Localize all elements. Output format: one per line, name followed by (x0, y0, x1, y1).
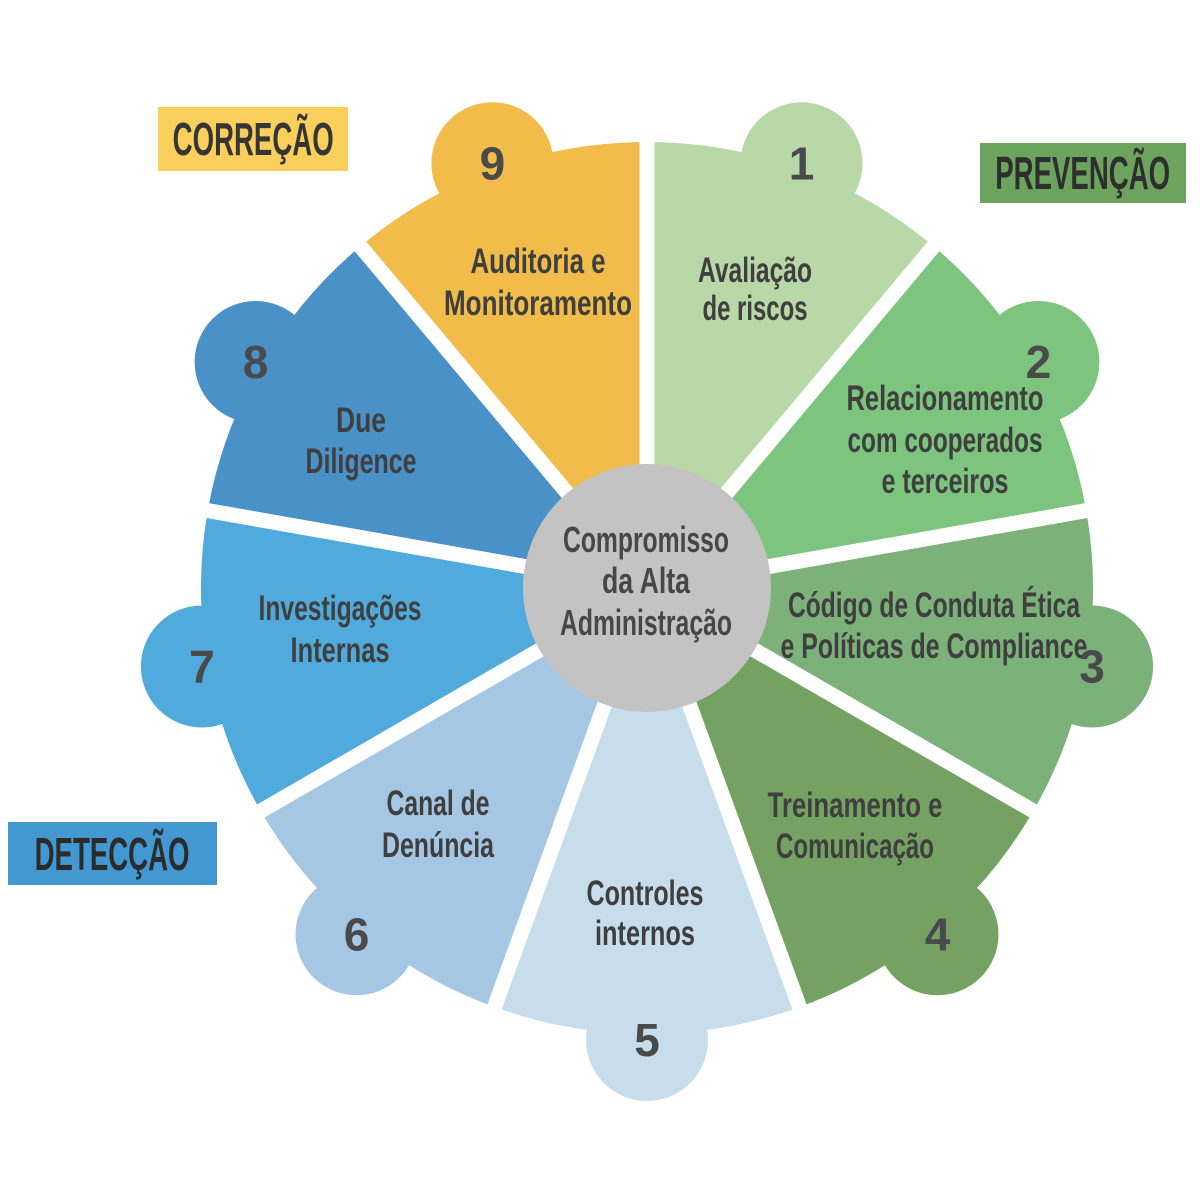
segment-4-number: 4 (925, 908, 951, 960)
segment-8-label-line-1: Due (336, 401, 386, 440)
segment-3-label-line-2: e Políticas de Compliance (781, 627, 1088, 666)
segment-4-shape (643, 584, 1034, 1008)
segment-1-shape (643, 102, 936, 592)
category-label-deteccao-text: DETECÇÃO (35, 827, 190, 880)
category-label-prevencao-text: PREVENÇÃO (995, 147, 1171, 199)
segment-9-shape (358, 102, 651, 592)
segment-2-label-line-3: e terceiros (882, 462, 1009, 501)
segment-8-shape (194, 245, 651, 592)
segment-1-label-line-1: Avaliação (698, 251, 812, 290)
segment-8-number: 8 (243, 336, 269, 388)
segment-9-label-line-2: Monitoramento (444, 284, 632, 323)
segment-3-shape (643, 507, 1154, 813)
center-hub (523, 464, 771, 712)
hub-title-line-3: Administração (560, 602, 732, 643)
segment-1-number: 1 (789, 137, 815, 189)
category-label-prevencao: PREVENÇÃO (980, 143, 1186, 203)
segment-6-label-line-2: Denúncia (382, 826, 494, 865)
segment-9-label-line-1: Auditoria e (471, 242, 606, 281)
hub-title-line-2: da Alta (602, 560, 691, 601)
segment-7-shape (140, 507, 651, 813)
segment-5-shape (491, 584, 803, 1101)
segment-6-shape (260, 584, 651, 1008)
segment-2-label-line-1: Relacionamento (847, 379, 1044, 418)
category-label-correcao-text: CORREÇÃO (172, 113, 334, 165)
segment-7-label-line-2: Internas (291, 631, 390, 670)
segment-6-number: 6 (344, 908, 370, 960)
segment-5-label-line-2: internos (595, 914, 695, 953)
segment-2-shape (643, 245, 1100, 592)
segment-8-label-line-2: Diligence (306, 442, 417, 481)
category-label-deteccao: DETECÇÃO (8, 822, 217, 885)
segment-1-label-line-2: de riscos (703, 289, 808, 328)
segment-5-label-line-1: Controles (587, 874, 704, 913)
segment-4-label-line-2: Comunicação (776, 827, 934, 866)
segment-7-number: 7 (189, 641, 215, 693)
category-label-correcao: CORREÇÃO (158, 107, 348, 171)
segment-2-label-line-2: com cooperados (848, 421, 1043, 460)
hub-title-line-1: Compromisso (563, 519, 729, 560)
segment-3-label-line-1: Código de Conduta Ética (788, 585, 1080, 625)
segment-9-number: 9 (480, 137, 506, 189)
segment-3-number: 3 (1079, 641, 1105, 693)
segment-5-number: 5 (634, 1014, 660, 1066)
segment-7-label-line-1: Investigações (259, 589, 422, 628)
segment-6-label-line-1: Canal de (387, 784, 490, 823)
segment-2-number: 2 (1026, 336, 1052, 388)
segment-4-label-line-1: Treinamento e (768, 786, 943, 825)
